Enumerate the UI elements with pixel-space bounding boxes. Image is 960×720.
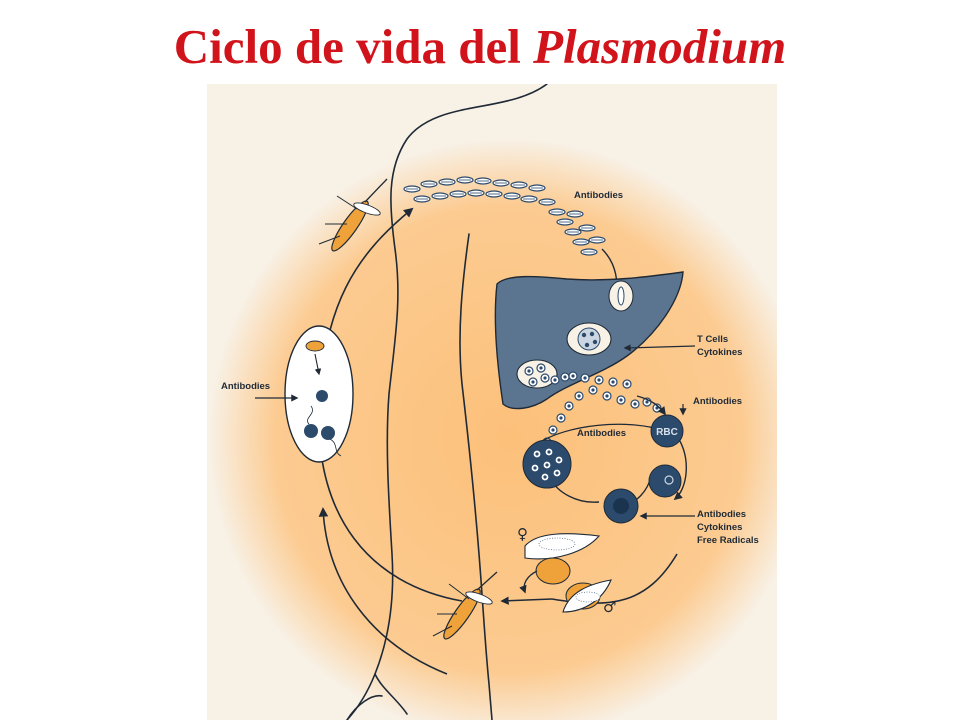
liver-sporozoite-entry [608, 280, 634, 312]
rbc-label: RBC [656, 427, 678, 438]
life-cycle-figure: RBC ♀ ♂ [207, 84, 777, 720]
label-antibodies-top: Antibodies [574, 190, 623, 201]
label-antibodies-lower: Antibodies [697, 509, 746, 520]
liver-schizont [566, 322, 612, 356]
male-symbol: ♂ [603, 598, 616, 616]
mosquito-stage [284, 325, 354, 463]
rbc-uninfected: RBC [650, 414, 684, 448]
merozoite-arrow [636, 395, 667, 416]
label-t-cells: T Cells [697, 334, 728, 345]
male-gametocyte: ♂ [562, 579, 616, 616]
label-antibodies-inner: Antibodies [577, 428, 626, 439]
label-antibodies-right: Antibodies [693, 396, 742, 407]
mosquito-bottom [432, 571, 498, 640]
mosquito-top [318, 178, 388, 252]
rbc-trophozoite [603, 488, 639, 524]
human-arm [346, 84, 548, 720]
female-symbol: ♀ [517, 525, 528, 543]
title-genus: Plasmodium [533, 19, 787, 74]
gametocyte-to-mosquito-arrow [500, 596, 553, 605]
rbc-schizont [522, 439, 572, 489]
gametocyte-transition [519, 557, 571, 594]
title-prefix: Ciclo de vida del [173, 19, 534, 74]
label-cytokines-lower: Cytokines [697, 522, 742, 533]
label-antibodies-left: Antibodies [221, 381, 270, 392]
label-free-radicals: Free Radicals [697, 535, 759, 546]
female-gametocyte: ♀ [517, 525, 601, 560]
slide-title: Ciclo de vida del Plasmodium [0, 12, 960, 82]
t-cells-arrow [623, 344, 696, 352]
rbc-ring-stage [648, 464, 682, 498]
life-cycle-diagram: RBC ♀ ♂ [209, 84, 777, 720]
cycle-path-lower [318, 507, 448, 675]
liver-merozoite-release [516, 359, 570, 389]
label-cytokines-liver: Cytokines [697, 347, 742, 358]
